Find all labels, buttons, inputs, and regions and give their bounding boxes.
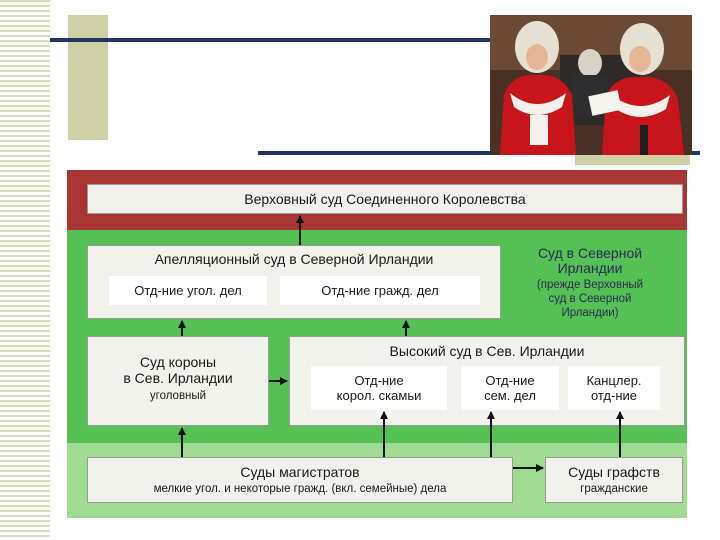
appeal-court-title: Апелляционный суд в Северной Ирландии — [154, 251, 434, 267]
queens-bench-line1: Отд-ние — [354, 373, 404, 388]
crown-court-box — [87, 336, 269, 426]
supreme-court-label: Верховный суд Соединенного Королевства — [244, 191, 526, 207]
appeal-civil-division: Отд-ние гражд. дел — [280, 276, 480, 305]
magistrates-sub: мелкие угол. и некоторые гражд. (вкл. се… — [153, 483, 447, 495]
county-courts-title: Суды графств — [568, 464, 660, 480]
striped-margin — [0, 0, 50, 540]
family-division-line1: Отд-ние — [485, 373, 535, 388]
county-courts-sub: гражданские — [580, 483, 648, 495]
judges-photo — [490, 15, 692, 155]
appeal-civil-division-label: Отд-ние гражд. дел — [321, 283, 439, 298]
crown-court-sub: уголовный — [149, 390, 207, 402]
ni-court-note-line2: Ирландии — [557, 260, 623, 276]
olive-block-top — [68, 15, 108, 140]
ni-court-note-sub1: (прежде Верховный — [536, 279, 644, 291]
appeal-criminal-division: Отд-ние угол. дел — [109, 276, 267, 305]
chancery-division-line1: Канцлер. — [586, 373, 642, 388]
appeal-criminal-division-label: Отд-ние угол. дел — [134, 283, 242, 298]
magistrates-box — [87, 457, 513, 503]
queens-bench-division: Отд-ние корол. скамьи — [311, 366, 447, 410]
family-division-line2: сем. дел — [484, 388, 536, 403]
family-division: Отд-ние сем. дел — [461, 366, 559, 410]
queens-bench-line2: корол. скамьи — [336, 388, 422, 403]
ni-court-note-line1: Суд в Северной — [537, 245, 643, 261]
navy-line-bottom — [258, 151, 700, 155]
magistrates-title: Суды магистратов — [240, 464, 360, 480]
supreme-court-box — [87, 184, 683, 214]
ni-court-note-sub3: Ирландии) — [561, 307, 619, 319]
high-court-title: Высокий суд в Сев. Ирландии — [389, 343, 585, 359]
crown-court-line2: в Сев. Ирландии — [123, 370, 233, 386]
chancery-division-line2: отд-ние — [590, 388, 638, 403]
navy-line-top — [50, 38, 490, 42]
crown-court-line1: Суд короны — [139, 354, 217, 370]
county-courts-box — [545, 457, 683, 503]
ni-court-note-sub2: суд в Северной — [548, 293, 632, 305]
chancery-division: Канцлер. отд-ние — [568, 366, 660, 410]
